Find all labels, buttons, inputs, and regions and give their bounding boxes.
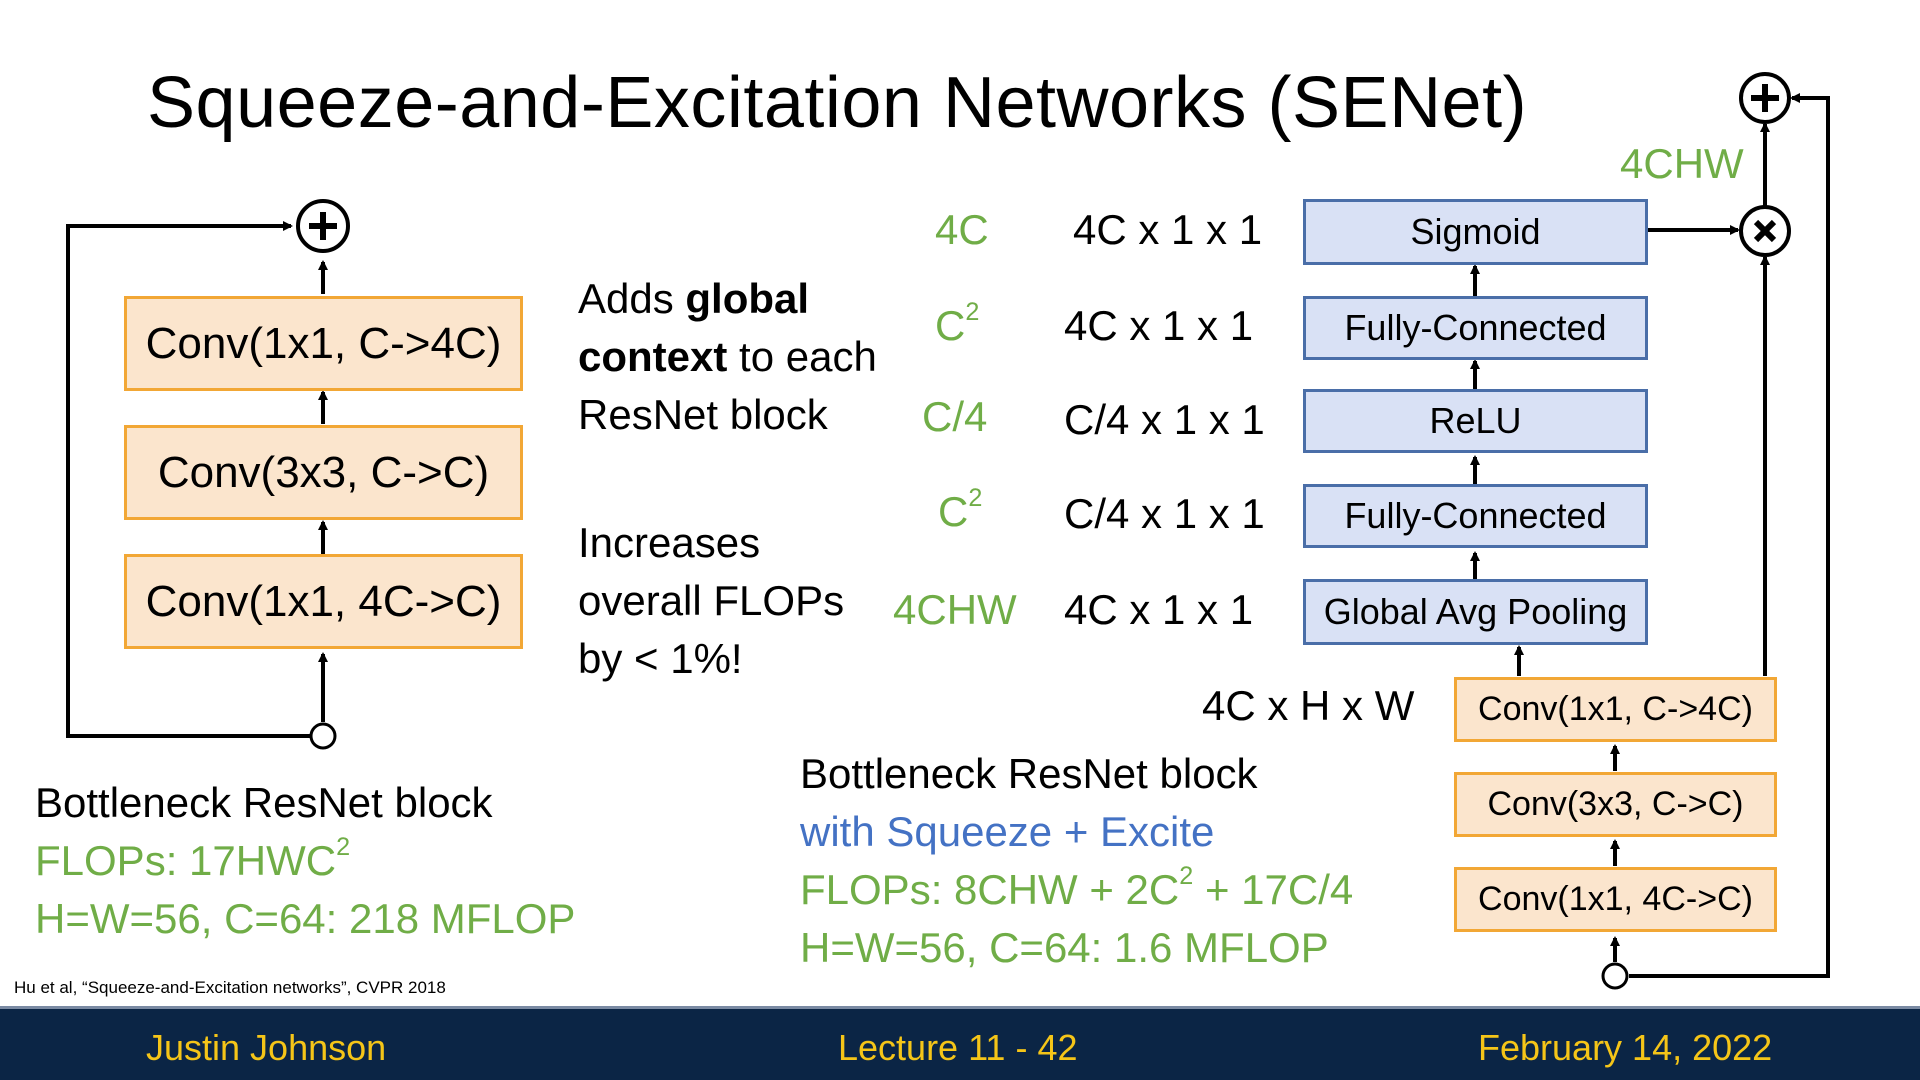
mult-flop-label: 4CHW (1620, 140, 1744, 187)
footer-author: Justin Johnson (146, 1027, 387, 1068)
sigmoid-box: Sigmoid (1303, 199, 1648, 265)
input-node-icon (309, 722, 337, 750)
citation: Hu et al, “Squeeze-and-Excitation networ… (14, 978, 446, 997)
circled-plus-icon (296, 199, 350, 253)
fully-connected-box-2: Fully-Connected (1303, 296, 1648, 360)
input-shape-label: 4C x H x W (1202, 682, 1415, 729)
circled-times-icon (1739, 205, 1791, 257)
global-avg-pooling-box: Global Avg Pooling (1303, 579, 1648, 645)
footer-date: February 14, 2022 (1478, 1027, 1773, 1068)
conv-box-1x1-expand: Conv(1x1, C->4C) (124, 296, 523, 391)
relu-box: ReLU (1303, 389, 1648, 453)
shape-label-sigmoid: 4C x 1 x 1 (1073, 206, 1263, 253)
adds-global-context-text: Adds global context to each ResNet block (578, 275, 877, 438)
shape-label-pool: 4C x 1 x 1 (1064, 586, 1254, 633)
left-caption-flops: FLOPs: 17HWC2 (35, 832, 351, 884)
slide-title: Squeeze-and-Excitation Networks (SENet) (147, 63, 1528, 143)
shape-label-relu: C/4 x 1 x 1 (1064, 396, 1265, 443)
input-node-icon (1601, 962, 1629, 990)
se-conv-box-1x1-reduce: Conv(1x1, 4C->C) (1454, 867, 1777, 932)
se-caption-subtitle: with Squeeze + Excite (800, 808, 1215, 855)
se-caption-example: H=W=56, C=64: 1.6 MFLOP (800, 924, 1329, 971)
se-conv-box-3x3: Conv(3x3, C->C) (1454, 772, 1777, 837)
shape-label-fc1: C/4 x 1 x 1 (1064, 490, 1265, 537)
se-caption-title: Bottleneck ResNet block (800, 750, 1258, 797)
flop-label-relu: C/4 (922, 393, 988, 440)
left-caption-example: H=W=56, C=64: 218 MFLOP (35, 895, 576, 942)
se-conv-box-1x1-expand: Conv(1x1, C->4C) (1454, 677, 1777, 742)
footer-lecture: Lecture 11 - 42 (838, 1027, 1078, 1068)
circled-plus-icon (1739, 72, 1791, 124)
flop-label-sigmoid: 4C (935, 206, 989, 253)
se-caption-flops: FLOPs: 8CHW + 2C2 + 17C/4 (800, 861, 1354, 913)
conv-box-1x1-reduce: Conv(1x1, 4C->C) (124, 554, 523, 649)
conv-box-3x3: Conv(3x3, C->C) (124, 425, 523, 520)
flop-label-fc2: C2 (935, 297, 980, 349)
shape-label-fc2: 4C x 1 x 1 (1064, 302, 1254, 349)
fully-connected-box-1: Fully-Connected (1303, 484, 1648, 548)
footer-bar: Justin Johnson Lecture 11 - 42 February … (0, 1006, 1920, 1080)
flop-label-pool: 4CHW (893, 586, 1017, 633)
increases-flops-text: Increases overall FLOPs by < 1%! (578, 519, 845, 682)
left-caption-title: Bottleneck ResNet block (35, 779, 493, 826)
flop-label-fc1: C2 (938, 483, 983, 535)
